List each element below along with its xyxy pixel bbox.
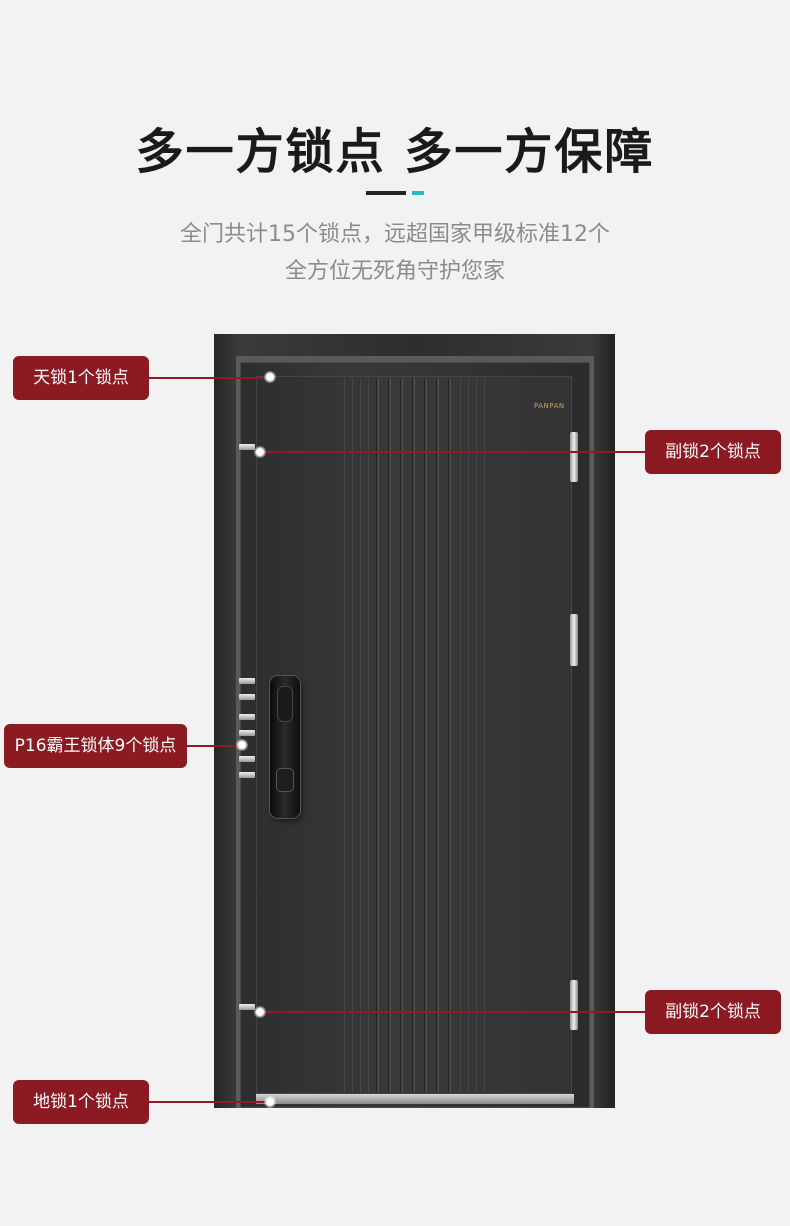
- callout-main-lock-body: P16霸王锁体9个锁点: [4, 724, 187, 768]
- lock-bolt: [239, 1004, 255, 1010]
- door-handle: [270, 676, 300, 818]
- lock-bolt: [239, 730, 255, 736]
- door-hinge: [570, 980, 578, 1030]
- door-hinge: [570, 432, 578, 482]
- handle-keypad: [277, 686, 293, 722]
- door-groove: [388, 378, 391, 1092]
- door-groove: [368, 378, 369, 1092]
- lock-bolt: [239, 756, 255, 762]
- lock-bolt: [239, 444, 255, 450]
- callout-line-aux-upper: [262, 451, 646, 453]
- title-divider-accent: [412, 191, 424, 195]
- door-hinge: [570, 614, 578, 666]
- subtitle-line-2: 全方位无死角守护您家: [284, 259, 505, 284]
- lock-point-marker: [264, 371, 276, 383]
- door-groove: [424, 378, 427, 1092]
- door-groove: [400, 378, 403, 1092]
- callout-line-main-lock: [186, 745, 240, 747]
- callout-aux-lock-lower: 副锁2个锁点: [645, 990, 781, 1034]
- page-title: 多一方锁点 多一方保障: [135, 124, 655, 180]
- lock-point-marker: [236, 739, 248, 751]
- callout-aux-lock-upper: 副锁2个锁点: [645, 430, 781, 474]
- lock-bolt: [239, 694, 255, 700]
- lock-bolt: [239, 772, 255, 778]
- door-groove: [448, 378, 451, 1092]
- title-divider-dark: [366, 191, 406, 195]
- door-groove: [484, 378, 485, 1092]
- door-groove: [344, 378, 345, 1092]
- door-groove: [412, 378, 415, 1092]
- lock-bolt: [239, 714, 255, 720]
- door-groove: [352, 378, 353, 1092]
- callout-line-top-lock: [148, 377, 266, 379]
- subtitle-line-1: 全门共计15个锁点，远超国家甲级标准12个: [180, 222, 610, 247]
- callout-line-aux-lower: [262, 1011, 646, 1013]
- callout-floor-lock: 地锁1个锁点: [13, 1080, 149, 1124]
- door-groove: [476, 378, 477, 1092]
- door-groove: [468, 378, 469, 1092]
- door-groove: [376, 378, 379, 1092]
- door-groove: [360, 378, 361, 1092]
- door-threshold: [256, 1094, 574, 1104]
- lock-bolt: [239, 678, 255, 684]
- door-groove: [436, 378, 439, 1092]
- callout-top-lock: 天锁1个锁点: [13, 356, 149, 400]
- lock-point-marker: [254, 446, 266, 458]
- door-groove: [460, 378, 461, 1092]
- callout-line-floor-lock: [148, 1101, 266, 1103]
- lock-point-marker: [254, 1006, 266, 1018]
- door-brand-logo: PANPAN: [534, 402, 565, 410]
- handle-lever: [276, 768, 294, 792]
- lock-point-marker: [264, 1096, 276, 1108]
